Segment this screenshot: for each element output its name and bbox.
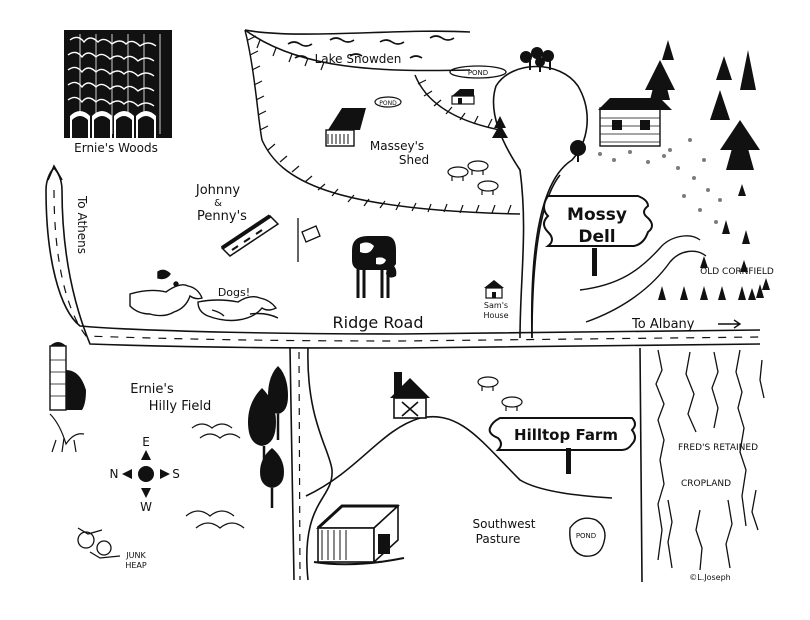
old-cornfield-label: OLD CORNFIELD xyxy=(700,267,774,277)
sheep-icon xyxy=(447,160,499,195)
dog-icon xyxy=(129,269,279,322)
southwest-pasture-label-2: Pasture xyxy=(476,532,521,546)
athens-arrow-icon xyxy=(45,164,63,191)
sams-house-icon xyxy=(484,280,504,299)
junk-heap-label-1: JUNK xyxy=(125,551,146,560)
ernies-woods-label: Ernie's Woods xyxy=(74,141,158,155)
to-albany-label: To Albany xyxy=(631,317,695,332)
pond-small-label: POND xyxy=(379,100,397,107)
southwest-pasture-label-1: Southwest xyxy=(472,517,535,531)
pond-north-label: POND xyxy=(468,69,488,77)
compass-east-label: E xyxy=(142,435,150,449)
pond-small-icon xyxy=(374,96,402,108)
silo-icon xyxy=(49,342,86,453)
ernies-hilly-label-2: Hilly Field xyxy=(149,399,211,414)
credit-label: ©L.Joseph xyxy=(689,573,731,582)
east-property-line xyxy=(639,347,643,583)
to-athens-label: To Athens xyxy=(75,195,89,254)
hilltop-farm-label: Hilltop Farm xyxy=(514,426,618,444)
masseys-shed-label-1: Massey's xyxy=(370,139,424,153)
pond-south-label: POND xyxy=(576,532,596,540)
compass-south-label: S xyxy=(172,467,180,481)
masseys-shed-icon xyxy=(325,108,366,147)
johnny-penny-label-1: Johnny xyxy=(195,183,241,198)
poplar-trees-icon xyxy=(248,366,288,508)
sams-house-label-1: Sam's xyxy=(484,301,508,310)
junk-heap-label-2: HEAP xyxy=(125,561,147,570)
hilltop-farm-sign-icon xyxy=(488,417,636,474)
barn-icon xyxy=(313,504,405,566)
albany-arrow-icon xyxy=(718,319,742,329)
compass-north-label: N xyxy=(110,467,119,481)
mossy-dell-sign-icon xyxy=(543,195,653,276)
lake-snowden-label: Lake Snowden xyxy=(315,52,402,66)
ridge-road-label: Ridge Road xyxy=(333,313,424,332)
fence-hatching xyxy=(247,35,512,214)
compass-icon xyxy=(122,450,170,498)
compass-west-label: W xyxy=(140,500,152,514)
creek xyxy=(579,235,707,323)
cabin-woods-illustration xyxy=(598,40,760,224)
farm-sheep-icon xyxy=(477,376,523,411)
masseys-shed-label-2: Shed xyxy=(399,153,429,167)
ridge-road xyxy=(45,189,761,349)
ernies-hilly-label-1: Ernie's xyxy=(130,382,174,397)
freds-cropland-label-2: CROPLAND xyxy=(681,479,731,489)
mailbox-icon xyxy=(297,218,321,262)
cropland-rows xyxy=(655,349,765,571)
cow-icon xyxy=(352,236,397,298)
pond-south-icon xyxy=(569,517,606,557)
tree-cluster-icon xyxy=(520,47,554,72)
pond-north-icon xyxy=(449,65,507,79)
small-tree-icon xyxy=(492,116,586,162)
johnny-penny-label-3: Penny's xyxy=(197,209,247,224)
junk-heap-icon xyxy=(77,527,121,559)
hilltop-farmhouse-icon xyxy=(390,372,430,419)
cornfield-icon xyxy=(658,184,770,300)
cabin-icon xyxy=(451,89,475,105)
south-road xyxy=(289,347,613,581)
trailer-home-icon xyxy=(220,214,280,257)
ernies-woods-icon xyxy=(64,30,172,138)
sams-house-label-2: House xyxy=(483,311,508,320)
johnny-penny-label-2: & xyxy=(214,198,222,209)
hill-lines xyxy=(185,423,245,529)
fence-lines xyxy=(244,29,521,215)
freds-cropland-label-1: FRED'S RETAINED xyxy=(678,443,758,453)
dogs-label: Dogs! xyxy=(218,286,250,299)
mossy-dell-label-2: Dell xyxy=(578,227,615,247)
mossy-dell-label-1: Mossy xyxy=(567,205,627,225)
